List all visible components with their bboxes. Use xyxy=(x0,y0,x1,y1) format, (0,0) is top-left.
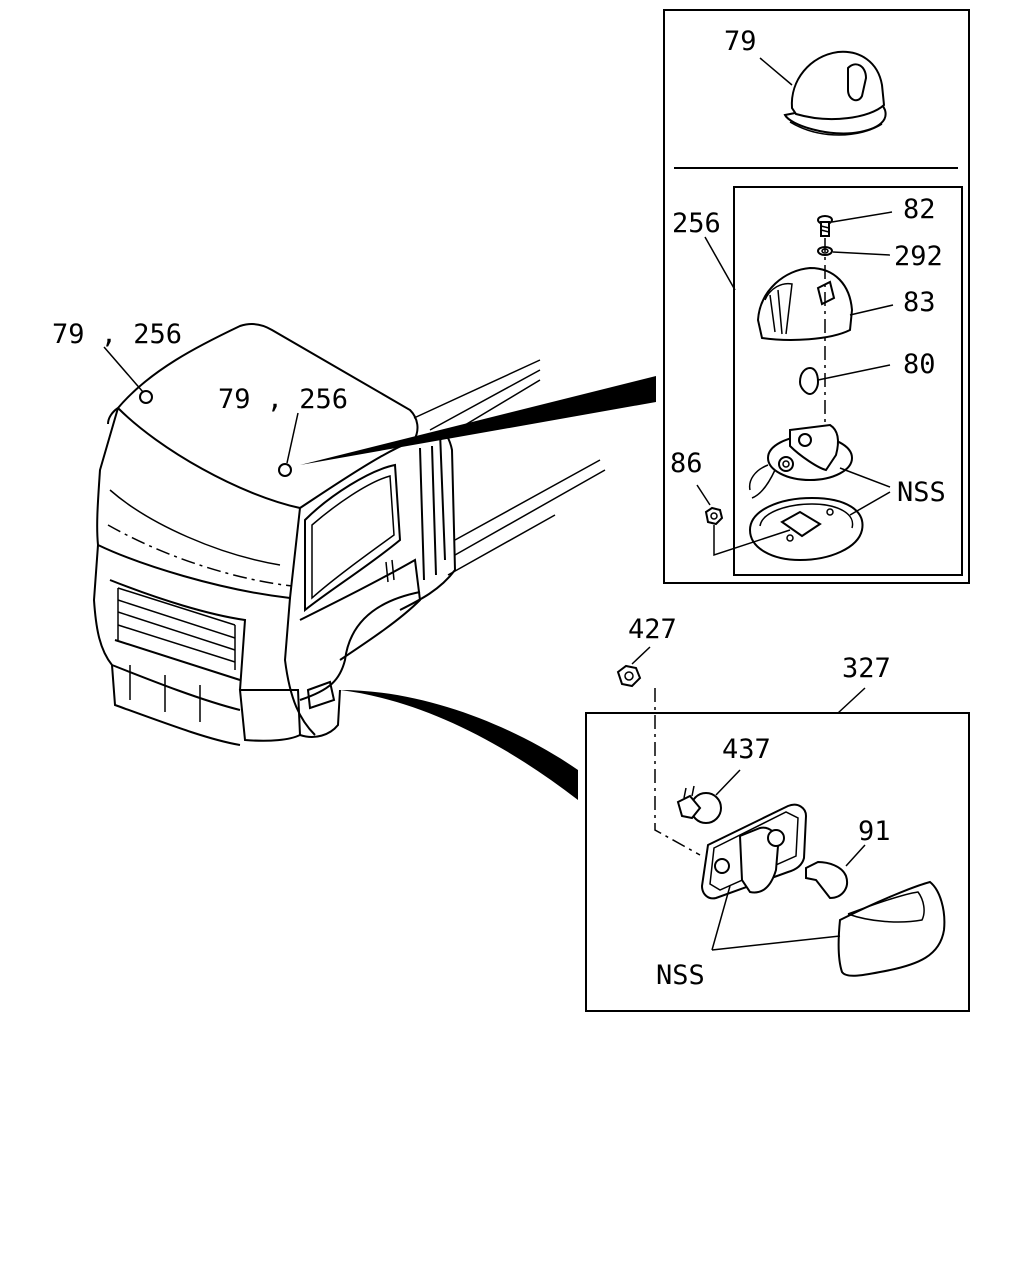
label-83: 83 xyxy=(903,287,936,318)
leader-437 xyxy=(715,769,741,796)
inner-detail-box xyxy=(733,186,963,576)
leader-left-marker xyxy=(103,346,144,393)
leader-292 xyxy=(832,251,891,256)
leader-right-marker xyxy=(286,412,299,464)
leader-82 xyxy=(831,211,893,223)
leader-86 xyxy=(696,484,711,506)
nut-86[interactable] xyxy=(704,506,724,526)
label-cab-marker-right: 79 , 256 xyxy=(218,384,348,415)
roof-marker-right[interactable] xyxy=(278,463,292,477)
label-80: 80 xyxy=(903,349,936,380)
label-nss-lower: NSS xyxy=(656,960,705,991)
label-327: 327 xyxy=(842,653,891,684)
socket-base-nss[interactable] xyxy=(748,423,853,499)
leader-79 xyxy=(759,57,793,86)
leader-nss-lower xyxy=(711,885,841,951)
dome-lamp-79[interactable] xyxy=(783,50,887,136)
label-91: 91 xyxy=(858,816,891,847)
nut-427[interactable] xyxy=(616,664,642,688)
leader-91 xyxy=(845,844,866,867)
label-nss-upper: NSS xyxy=(897,477,946,508)
base-plate-nss[interactable] xyxy=(748,496,864,562)
leader-80 xyxy=(817,364,891,381)
leader-nss-upper-b xyxy=(849,491,891,516)
leader-256 xyxy=(704,236,736,291)
label-437: 437 xyxy=(722,734,771,765)
lower-detail-box xyxy=(585,712,970,1012)
label-86: 86 xyxy=(670,448,703,479)
label-292: 292 xyxy=(894,241,943,272)
label-79: 79 xyxy=(724,26,757,57)
screw-82[interactable] xyxy=(817,215,833,237)
bulb-91[interactable] xyxy=(805,860,848,900)
bulb-80[interactable] xyxy=(798,366,820,396)
assembly-axis-427 xyxy=(654,688,701,856)
socket-437[interactable] xyxy=(676,785,722,824)
callout-wedge-upper xyxy=(300,376,656,465)
label-427: 427 xyxy=(628,614,677,645)
callout-wedge-lower xyxy=(340,690,578,800)
assembly-axis-86 xyxy=(713,525,791,557)
leader-327 xyxy=(837,687,866,714)
lens-83[interactable] xyxy=(756,266,854,341)
lamp-housing-nss[interactable] xyxy=(700,803,808,900)
roof-marker-left[interactable] xyxy=(139,390,153,404)
upper-detail-box xyxy=(663,9,970,584)
outer-lens-nss[interactable] xyxy=(837,880,946,977)
leader-427 xyxy=(631,646,651,665)
label-256: 256 xyxy=(672,208,721,239)
truck-cab xyxy=(92,322,606,746)
leader-83 xyxy=(849,304,894,316)
leader-nss-upper-a xyxy=(839,467,891,488)
label-cab-marker-left: 79 , 256 xyxy=(52,319,182,350)
label-82: 82 xyxy=(903,194,936,225)
